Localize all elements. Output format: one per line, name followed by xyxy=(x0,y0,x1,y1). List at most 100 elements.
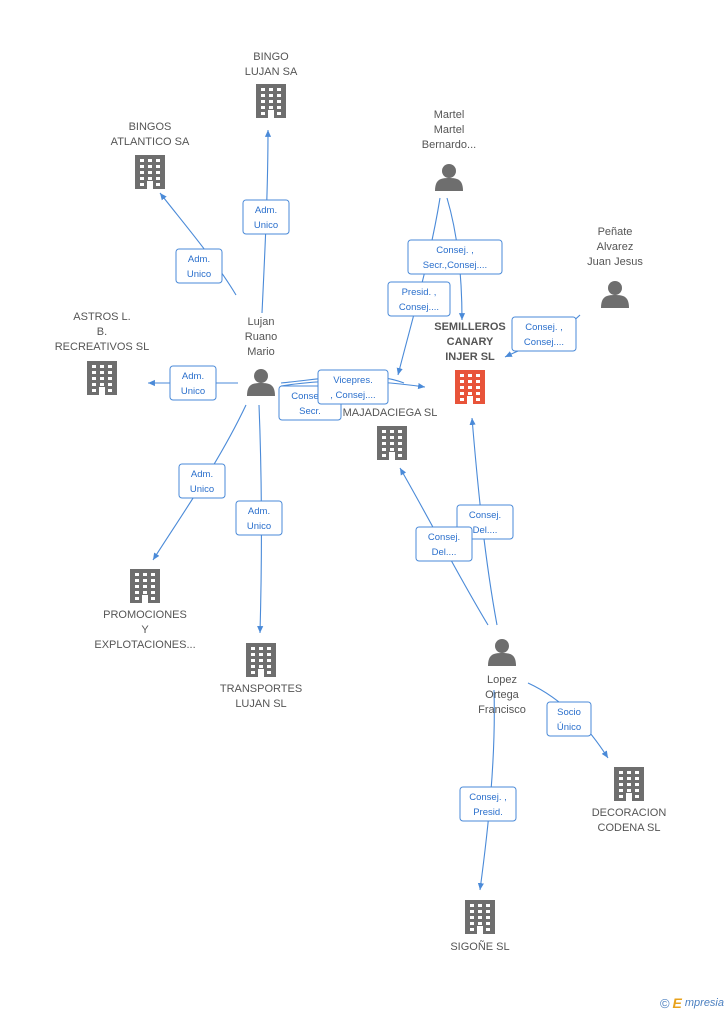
node-label: BINGOS xyxy=(129,121,172,133)
node-label: Francisco xyxy=(478,704,526,716)
node-label: Martel xyxy=(434,109,465,121)
relation-r-lujan-semilleros[interactable]: Vicepres. , Consej.... xyxy=(317,369,389,405)
relation-box xyxy=(415,526,473,562)
relation-box xyxy=(459,786,517,822)
relation-label: Del.... xyxy=(432,547,457,558)
relation-label: Consej. , xyxy=(436,245,474,256)
node-decoracion-codena[interactable]: DECORACION CODENA SL xyxy=(592,767,667,834)
node-label: SEMILLEROS xyxy=(434,321,506,333)
relation-label: Unico xyxy=(181,386,205,397)
relation-label: Consej. xyxy=(428,532,460,543)
relation-box xyxy=(387,281,451,317)
brand-initial: E xyxy=(672,995,682,1011)
relation-label: Consej. , xyxy=(525,322,563,333)
node-label: DECORACION xyxy=(592,807,667,819)
person-icon xyxy=(435,164,463,191)
node-astros[interactable]: ASTROS L. B. RECREATIVOS SL xyxy=(55,311,150,395)
relation-label: Consej.... xyxy=(399,302,439,313)
relation-r-promociones[interactable]: Adm.Unico xyxy=(178,463,226,499)
relation-label: , Consej.... xyxy=(330,390,375,401)
copyright-symbol: © xyxy=(659,995,670,1011)
relation-box xyxy=(317,369,389,405)
relation-r-bingo-lujan[interactable]: Adm. Unico xyxy=(242,199,290,235)
edges-layer xyxy=(148,129,609,891)
node-label: Bernardo... xyxy=(422,139,476,151)
node-label: CODENA SL xyxy=(598,822,661,834)
relation-box xyxy=(235,500,283,536)
relation-box xyxy=(546,701,592,737)
relation-box xyxy=(178,463,226,499)
node-label: B. xyxy=(97,326,107,338)
relation-label: Adm. xyxy=(182,371,204,382)
relation-label: Unico xyxy=(190,484,214,495)
relation-box xyxy=(169,365,217,401)
relation-label: Adm. xyxy=(255,205,277,216)
node-bingos-atlantico[interactable]: BINGOS ATLANTICO SA xyxy=(111,121,190,189)
relation-r-martel-semilleros[interactable]: Consej. , Secr.,Consej.... xyxy=(407,239,503,275)
edge-line xyxy=(159,192,237,296)
relation-r-lopez-sigone[interactable]: Consej. , Presid. xyxy=(459,786,517,822)
relation-r-bingos-atlantico[interactable]: Adm. Unico xyxy=(175,248,223,284)
relation-box xyxy=(242,199,290,235)
building-icon xyxy=(256,84,286,118)
node-label: Peñate xyxy=(598,226,633,238)
building-icon xyxy=(465,900,495,934)
relation-label: Unico xyxy=(187,269,211,280)
relations-layer: Adm.UnicoAdm.UnicoAdm.UnicoAdm.UnicoAdm.… xyxy=(169,199,592,822)
person-icon xyxy=(488,639,516,666)
node-sigone[interactable]: SIGOÑE SL xyxy=(450,900,510,953)
relation-label: Consej. , xyxy=(469,792,507,803)
relation-r-lopez-majadaciega[interactable]: Consej. Del.... xyxy=(415,526,473,562)
brand-name: mpresia xyxy=(684,997,724,1009)
building-icon xyxy=(246,643,276,677)
relation-r-transportes[interactable]: Adm.Unico xyxy=(235,500,283,536)
node-label: PROMOCIONES xyxy=(103,609,187,621)
node-promociones[interactable]: PROMOCIONESYEXPLOTACIONES... xyxy=(94,569,196,651)
relation-box xyxy=(175,248,223,284)
relation-label: Consej.... xyxy=(524,337,564,348)
relation-box xyxy=(511,316,577,352)
node-label: ASTROS L. xyxy=(73,311,130,323)
building-icon xyxy=(130,569,160,603)
node-label: Martel xyxy=(434,124,465,136)
relation-r-penate-semilleros[interactable]: Consej. , Consej.... xyxy=(511,316,577,352)
node-label: SIGOÑE SL xyxy=(450,940,509,953)
node-label: Ortega xyxy=(485,689,520,701)
node-martel[interactable]: MartelMartelBernardo... xyxy=(422,109,476,191)
person-icon xyxy=(247,369,275,396)
relation-label: Unico xyxy=(247,521,271,532)
relation-label: Presid. , xyxy=(402,287,437,298)
building-icon xyxy=(87,361,117,395)
relation-r-astros[interactable]: Adm. Unico xyxy=(169,365,217,401)
relation-label: Secr.,Consej.... xyxy=(423,260,487,271)
node-label: Mario xyxy=(247,346,275,358)
relation-label: Secr. xyxy=(299,406,321,417)
relation-label: Adm. xyxy=(188,254,210,265)
relation-r-martel-majadaciega[interactable]: Presid. , Consej.... xyxy=(387,281,451,317)
node-label: MAJADACIEGA SL xyxy=(343,407,438,419)
node-label: Lujan xyxy=(248,316,275,328)
node-label: ATLANTICO SA xyxy=(111,136,190,148)
node-majadaciega[interactable]: MAJADACIEGA SL xyxy=(343,407,438,460)
relation-label: Consej. xyxy=(469,510,501,521)
relation-label: Socio xyxy=(557,707,581,718)
building-icon xyxy=(135,155,165,189)
node-label: Alvarez xyxy=(597,241,634,253)
relation-box xyxy=(407,239,503,275)
node-label: RECREATIVOS SL xyxy=(55,341,150,353)
building-icon xyxy=(377,426,407,460)
relation-label: Presid. xyxy=(473,807,503,818)
relation-label: Vicepres. xyxy=(333,375,372,386)
node-label: Juan Jesus xyxy=(587,256,643,268)
relation-label: Unico xyxy=(254,220,278,231)
